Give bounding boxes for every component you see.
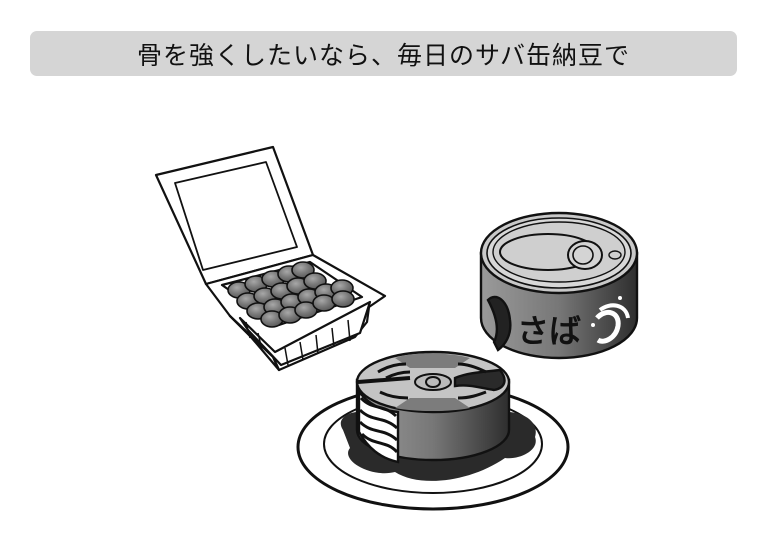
soybeans [227, 261, 355, 328]
can-label: さば [517, 312, 581, 350]
natto-pack [154, 145, 387, 372]
banner-title: 骨を強くしたいなら、毎日のサバ缶納豆で [136, 40, 630, 70]
title-banner: 骨を強くしたいなら、毎日のサバ缶納豆で [30, 31, 737, 76]
saba-on-plate [355, 350, 511, 464]
saba-can: さば [479, 211, 639, 360]
